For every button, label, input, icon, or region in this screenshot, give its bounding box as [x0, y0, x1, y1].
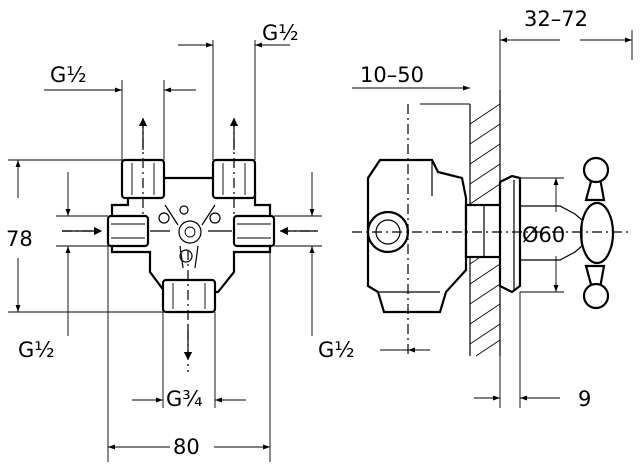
dim-width: 80	[107, 246, 271, 462]
flow-arrows	[62, 117, 318, 361]
label-rosette-diameter: Ø60	[522, 223, 565, 247]
label-top-left-thread: G½	[50, 63, 87, 87]
dim-top-right-thread: G½	[178, 21, 299, 160]
valve-side-view	[352, 90, 632, 357]
port-right	[232, 214, 276, 248]
label-bottom-left-thread: G½	[18, 338, 55, 362]
dim-plate-thickness: 9	[474, 292, 591, 411]
rosette-plate	[498, 174, 522, 294]
port-left	[106, 214, 150, 248]
cross-handle	[520, 156, 615, 310]
dim-bottom-thread: G¾	[132, 312, 246, 411]
dim-height: 78	[6, 159, 163, 313]
dim-extension-range: 32–72	[499, 7, 633, 90]
label-installation-depth: 10–50	[360, 63, 424, 87]
valve-body-side	[366, 158, 468, 314]
label-width: 80	[173, 435, 200, 459]
label-plate-thickness: 9	[578, 387, 591, 411]
label-bottom-right-thread: G½	[318, 338, 355, 362]
dim-bottom-right-thread: G½	[274, 172, 355, 362]
port-bottom	[161, 278, 217, 314]
dim-top-left-thread: G½	[44, 63, 196, 160]
center-bore	[178, 220, 202, 244]
dim-installation-depth: 10–50	[352, 63, 470, 353]
valve-front-view	[62, 118, 318, 372]
dim-rosette-diameter: Ø60	[520, 177, 565, 293]
label-bottom-thread: G¾	[166, 387, 203, 411]
label-top-right-thread: G½	[262, 21, 299, 45]
dim-bottom-left-thread: G½	[18, 172, 108, 362]
label-extension-range: 32–72	[524, 7, 588, 31]
label-height: 78	[6, 227, 33, 251]
